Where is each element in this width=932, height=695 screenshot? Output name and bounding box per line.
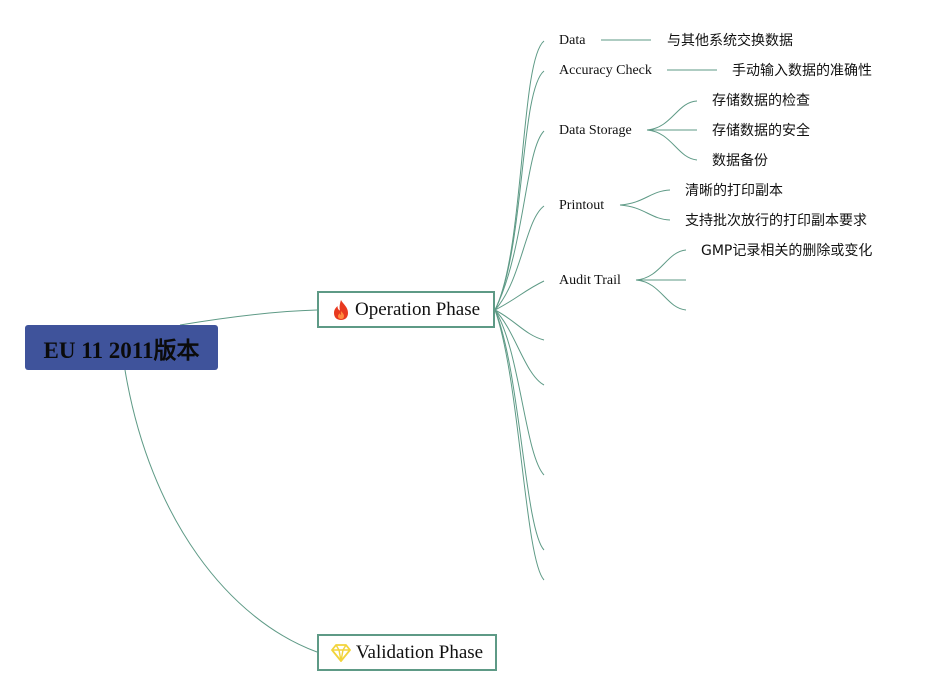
edge-op-empty-1 xyxy=(494,309,545,341)
edge-root-validation xyxy=(124,369,318,653)
topic-accuracy-check[interactable]: Accuracy Check xyxy=(559,63,652,78)
operation-phase-topic[interactable]: Operation Phase xyxy=(317,291,495,328)
operation-phase-label: Operation Phase xyxy=(354,298,481,320)
subtopic-manual-entry-accuracy[interactable]: 手动输入数据的准确性 xyxy=(732,63,872,79)
root-topic-label: EU 11 2011版本 xyxy=(43,337,200,363)
topic-data[interactable]: Data xyxy=(559,33,586,48)
subtopic-storage-check[interactable]: 存储数据的检查 xyxy=(712,93,810,109)
edge-printout-child-2 xyxy=(619,204,671,221)
validation-phase-label: Validation Phase xyxy=(355,641,484,663)
topic-printout[interactable]: Printout xyxy=(559,198,605,213)
validation-phase-topic[interactable]: Validation Phase xyxy=(317,634,497,671)
edge-op-data xyxy=(494,40,545,311)
edge-op-empty-3 xyxy=(494,309,545,476)
root-topic[interactable]: EU 11 2011版本 xyxy=(25,325,218,370)
edge-storage-child-3 xyxy=(646,129,698,161)
diamond-icon xyxy=(331,643,351,662)
edge-printout-child-1 xyxy=(619,189,671,206)
subtopic-gmp-record-changes[interactable]: GMP记录相关的删除或变化 xyxy=(701,243,873,259)
subtopic-data-exchange[interactable]: 与其他系统交换数据 xyxy=(667,33,793,49)
edge-audit-child-3 xyxy=(635,279,687,311)
edge-op-accuracy xyxy=(494,70,545,311)
subtopic-clear-printout[interactable]: 清晰的打印副本 xyxy=(685,183,783,199)
subtopic-storage-security[interactable]: 存储数据的安全 xyxy=(712,123,810,139)
topic-data-storage[interactable]: Data Storage xyxy=(559,123,632,138)
subtopic-data-backup[interactable]: 数据备份 xyxy=(712,153,768,169)
edge-op-empty-2 xyxy=(494,309,545,386)
edge-storage-child-1 xyxy=(646,100,698,131)
edge-op-empty-4 xyxy=(494,309,545,551)
topic-audit-trail[interactable]: Audit Trail xyxy=(559,273,621,288)
fire-icon xyxy=(332,299,350,321)
edge-op-audit xyxy=(494,280,545,311)
edge-op-empty-5 xyxy=(494,309,545,581)
edge-audit-child-1 xyxy=(635,249,687,281)
edge-op-storage xyxy=(494,130,545,311)
edge-root-operation xyxy=(179,309,318,326)
subtopic-batch-release-printout[interactable]: 支持批次放行的打印副本要求 xyxy=(685,213,867,229)
edge-op-printout xyxy=(494,205,545,311)
